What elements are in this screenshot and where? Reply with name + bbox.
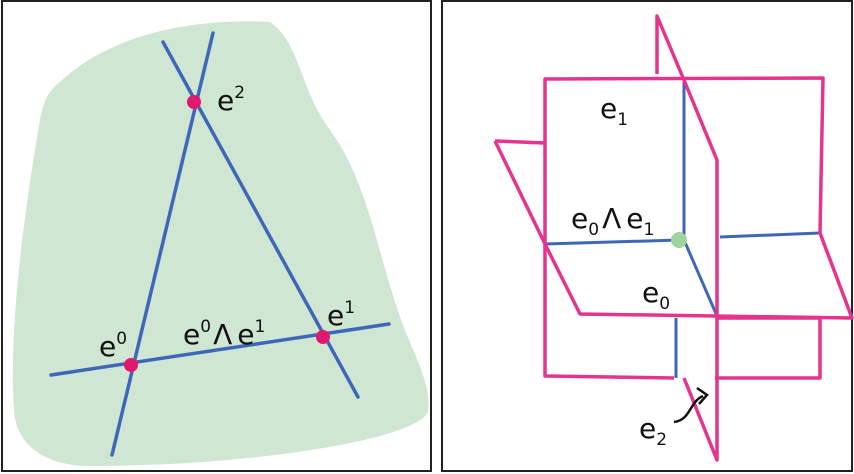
label-e1: e1 <box>327 298 355 332</box>
green-region <box>12 21 429 466</box>
label-e2: e2 <box>217 83 245 117</box>
label-e1-plane: e1 <box>600 92 628 130</box>
arrow-to-e2-plane <box>673 394 704 424</box>
label-e0: e0 <box>99 329 127 363</box>
plane-e0-back <box>494 139 547 244</box>
plane-e2 <box>655 14 719 462</box>
intersection-line-e0-e1 <box>544 238 680 246</box>
plane-e1-lower-left <box>543 244 675 380</box>
point-e0 <box>124 358 138 372</box>
intersection-line-front <box>682 239 719 317</box>
intersection-point <box>671 232 687 248</box>
label-e2-plane: e2 <box>639 412 667 450</box>
line-e0-wedge-e1 <box>49 322 391 377</box>
point-e1 <box>316 330 330 344</box>
arrowhead-icon <box>696 386 709 405</box>
point-e2 <box>187 95 201 109</box>
label-e0-plane: e0 <box>642 276 670 314</box>
plane-e0-left-edge <box>493 140 547 245</box>
intersection-line-right <box>719 231 821 239</box>
